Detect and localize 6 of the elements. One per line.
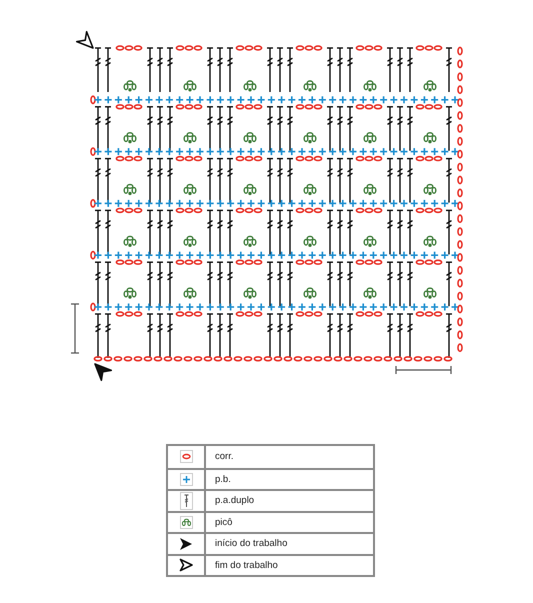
- legend-text: picô: [214, 516, 234, 530]
- legend-text: p.b.: [214, 472, 232, 487]
- legend-text: início do trabalho: [214, 537, 288, 552]
- legend-text: p.a.duplo: [214, 494, 256, 508]
- legend-text: corr.: [214, 450, 234, 464]
- legend-text: fim do trabalho: [214, 558, 279, 573]
